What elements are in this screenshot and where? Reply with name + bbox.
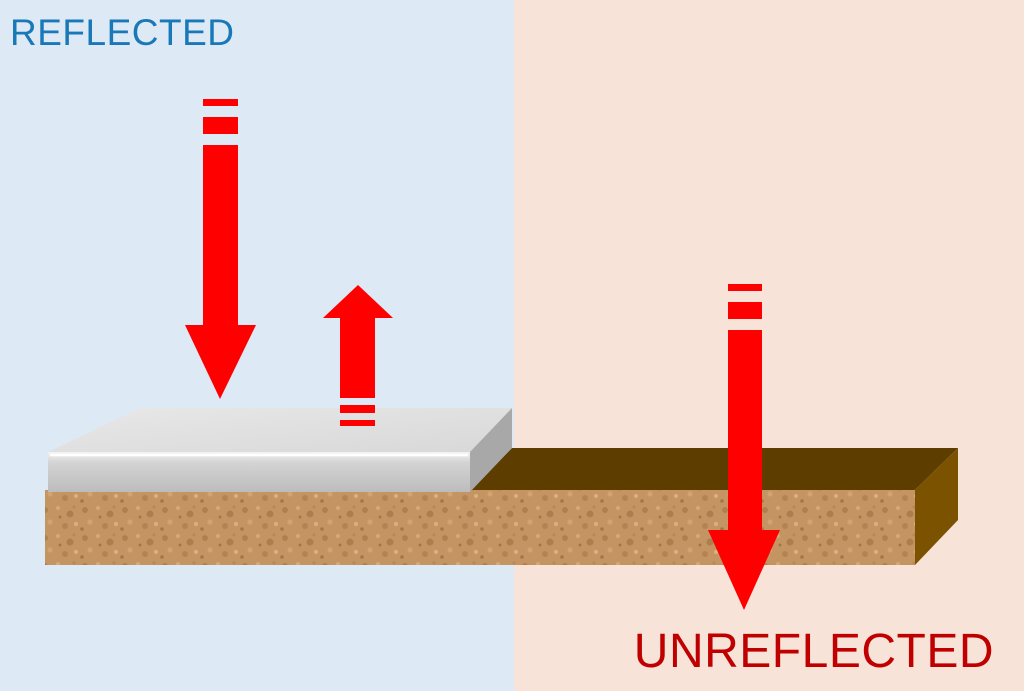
brown-layer-top <box>470 448 958 490</box>
unreflected-panel <box>514 0 1024 691</box>
reflected-label: REFLECTED <box>10 12 235 53</box>
foil-right-face <box>470 408 512 492</box>
unreflected-label: UNREFLECTED <box>633 625 994 678</box>
reflected-panel <box>0 0 514 691</box>
foil-top-face <box>48 408 512 452</box>
brown-layer-side <box>915 448 958 565</box>
reflected-arrow-up <box>323 285 393 426</box>
cork-slab <box>45 490 915 565</box>
foil-layer <box>48 408 512 492</box>
foil-front-face <box>48 452 470 492</box>
incoming-arrow-right <box>708 284 780 610</box>
incoming-arrow-left <box>185 99 256 399</box>
cork-front-face <box>45 490 915 565</box>
brown-layer <box>470 448 958 565</box>
